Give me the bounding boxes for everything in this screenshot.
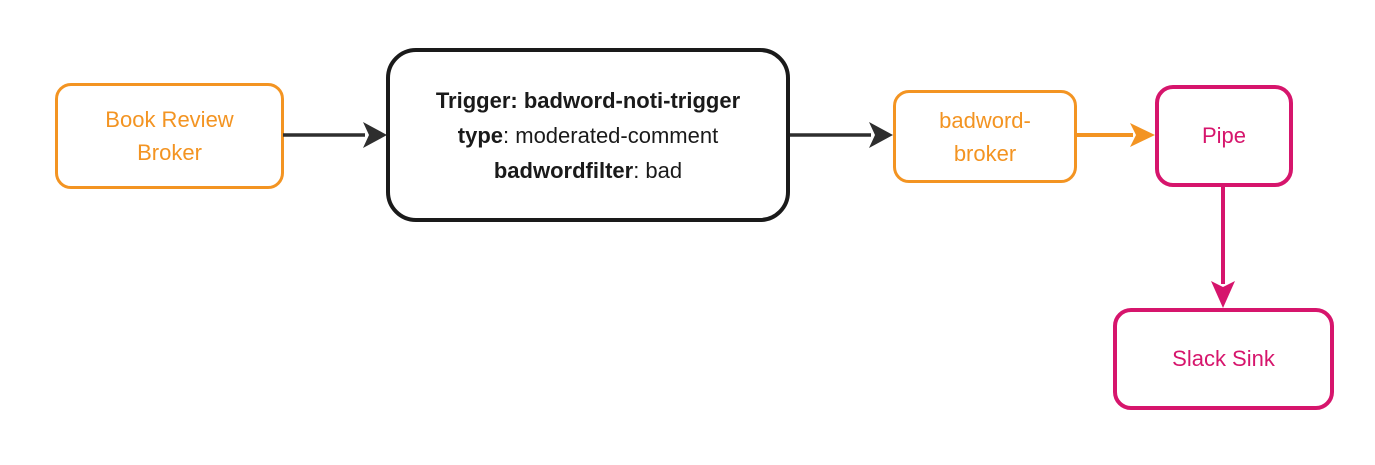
node-trigger: Trigger: badword-noti-trigger type: mode… [386, 48, 790, 222]
trigger-type-value: : moderated-comment [503, 122, 719, 148]
node-label: badword- [939, 107, 1031, 133]
node-label: Book Review [105, 107, 234, 132]
node-label: Slack Sink [1172, 346, 1275, 371]
arrow-head-icon [869, 122, 893, 148]
node-pipe: Pipe [1155, 85, 1293, 187]
node-book-review-broker: Book Review Broker [55, 83, 284, 189]
node-badword-broker: badword- broker [893, 90, 1077, 183]
trigger-filter-value: : bad [633, 157, 683, 183]
node-slack-sink: Slack Sink [1113, 308, 1334, 410]
node-label: Broker [137, 140, 202, 165]
trigger-filter-line: badwordfilter: bad [494, 153, 682, 188]
node-label: Pipe [1201, 123, 1247, 148]
arrow-head-icon [363, 122, 387, 148]
arrow-head-icon [1211, 281, 1235, 308]
trigger-type-key: type [457, 122, 504, 148]
trigger-title: Trigger: badword-noti-trigger [435, 87, 741, 113]
trigger-type-line: type: moderated-comment [458, 118, 718, 153]
arrow-head-icon [1130, 123, 1155, 147]
arrow-badword-broker-to-pipe [1077, 123, 1155, 147]
node-label: broker [953, 140, 1017, 166]
trigger-filter-key: badwordfilter [493, 157, 634, 183]
arrow-trigger-to-badword-broker [790, 122, 893, 148]
arrow-broker-to-trigger [283, 122, 387, 148]
arrow-pipe-to-slack-sink [1211, 187, 1235, 308]
